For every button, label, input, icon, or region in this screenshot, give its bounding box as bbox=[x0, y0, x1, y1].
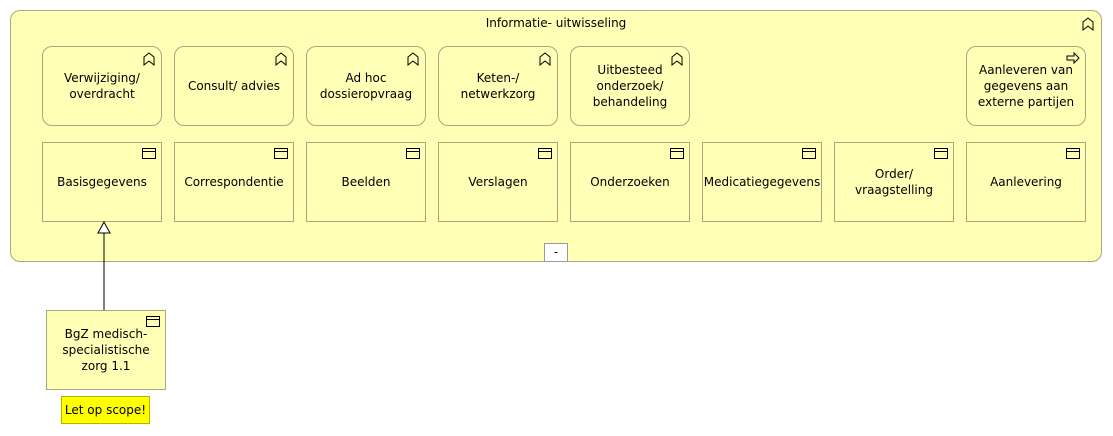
object-verslagen[interactable]: Verslagen bbox=[438, 142, 558, 222]
node-label: Beelden bbox=[341, 175, 391, 189]
collapse-button[interactable]: - bbox=[544, 243, 568, 262]
node-label: Ad hoc dossieropvraag bbox=[319, 71, 413, 101]
node-label: Consult/ advies bbox=[187, 79, 281, 93]
business-object-icon bbox=[146, 316, 160, 327]
function-icon bbox=[275, 52, 287, 66]
object-onderzoeken[interactable]: Onderzoeken bbox=[570, 142, 690, 222]
object-order-vraagstelling[interactable]: Order/ vraagstelling bbox=[834, 142, 954, 222]
function-keten-netwerkzorg[interactable]: Keten-/ netwerkzorg bbox=[438, 46, 558, 126]
business-object-icon bbox=[670, 148, 684, 159]
function-icon bbox=[407, 52, 419, 66]
node-label: Order/ vraagstelling bbox=[855, 167, 933, 197]
object-beelden[interactable]: Beelden bbox=[306, 142, 426, 222]
function-icon bbox=[1082, 17, 1094, 31]
node-label: Onderzoeken bbox=[590, 175, 670, 189]
node-label: Basisgegevens bbox=[57, 175, 147, 189]
function-icon bbox=[539, 52, 551, 66]
business-object-icon bbox=[538, 148, 552, 159]
node-label: Verslagen bbox=[468, 175, 528, 189]
business-object-icon bbox=[406, 148, 420, 159]
node-label: BgZ medisch-specialistische zorg 1.1 bbox=[62, 327, 150, 373]
business-object-icon bbox=[934, 148, 948, 159]
function-icon bbox=[143, 52, 155, 66]
node-label: Verwijziging/ overdracht bbox=[64, 71, 140, 101]
object-correspondentie[interactable]: Correspondentie bbox=[174, 142, 294, 222]
function-ad-hoc-dossieropvraag[interactable]: Ad hoc dossieropvraag bbox=[306, 46, 426, 126]
group-title: Informatie- uitwisseling bbox=[485, 16, 627, 30]
function-icon bbox=[671, 52, 683, 66]
function-consult-advies[interactable]: Consult/ advies bbox=[174, 46, 294, 126]
node-label: Medicatiegegevens bbox=[703, 175, 821, 189]
node-label: Correspondentie bbox=[184, 175, 284, 189]
object-bgz-medisch-specialistische-zorg[interactable]: BgZ medisch-specialistische zorg 1.1 bbox=[46, 310, 166, 390]
node-label: Uitbesteed onderzoek/ behandeling bbox=[592, 63, 668, 109]
business-object-icon bbox=[142, 148, 156, 159]
business-object-icon bbox=[802, 148, 816, 159]
function-verwijziging-overdracht[interactable]: Verwijziging/ overdracht bbox=[42, 46, 162, 126]
object-medicatiegegevens[interactable]: Medicatiegegevens bbox=[702, 142, 822, 222]
object-basisgegevens[interactable]: Basisgegevens bbox=[42, 142, 162, 222]
node-label: Aanlevering bbox=[990, 175, 1062, 189]
business-object-icon bbox=[1066, 148, 1080, 159]
scope-note[interactable]: Let op scope! bbox=[61, 396, 150, 424]
business-object-icon bbox=[274, 148, 288, 159]
function-uitbesteed-onderzoek[interactable]: Uitbesteed onderzoek/ behandeling bbox=[570, 46, 690, 126]
group-informatie-uitwisseling[interactable]: Informatie- uitwisseling bbox=[10, 10, 1102, 262]
object-aanlevering[interactable]: Aanlevering bbox=[966, 142, 1086, 222]
node-label: Aanleveren van gegevens aan externe part… bbox=[977, 63, 1075, 109]
node-label: Keten-/ netwerkzorg bbox=[460, 71, 536, 101]
process-icon bbox=[1066, 52, 1080, 64]
process-aanleveren-gegevens[interactable]: Aanleveren van gegevens aan externe part… bbox=[966, 46, 1086, 126]
